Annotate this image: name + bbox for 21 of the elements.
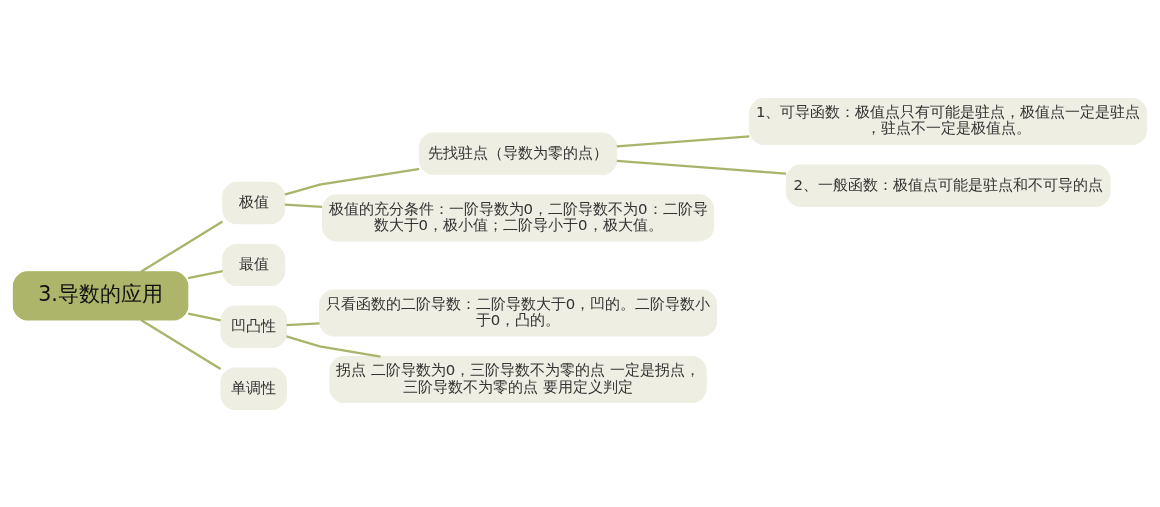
connector	[284, 167, 420, 196]
connector	[616, 159, 787, 175]
node-box: 极值的充分条件：一阶导数为0，二阶导数不为0：二阶导数大于0，极小值；二阶导小于0，极大值。	[321, 193, 715, 241]
connector	[187, 312, 221, 321]
node-box: 先找驻点（导数为零的点）	[418, 131, 618, 175]
connector	[187, 269, 223, 279]
node-box: 凹凸性	[220, 305, 287, 348]
connector	[140, 318, 222, 370]
connector	[284, 203, 323, 208]
node-box: 拐点 二阶导数为0，三阶导数不为零的点 一定是拐点，三阶导数不为零的点 要用定义判定	[329, 355, 707, 403]
node-box: 只看函数的二阶导数：二阶导数大于0，凹的。二阶导数小于0，凸的。	[319, 289, 718, 337]
connector	[286, 334, 381, 358]
node-box: 极值	[222, 181, 286, 224]
node-box: 单调性	[220, 367, 287, 410]
node-box: 2、一般函数：极值点可能是驻点和不可导的点	[785, 164, 1111, 207]
connector	[616, 134, 750, 147]
node-box: 最值	[222, 243, 286, 286]
node-box: 3.导数的应用	[12, 270, 189, 321]
node-box: 1、可导函数：极值点只有可能是驻点，极值点一定是驻点，驻点不一定是极值点。	[749, 97, 1148, 145]
connector	[140, 219, 224, 273]
connector	[286, 321, 320, 326]
